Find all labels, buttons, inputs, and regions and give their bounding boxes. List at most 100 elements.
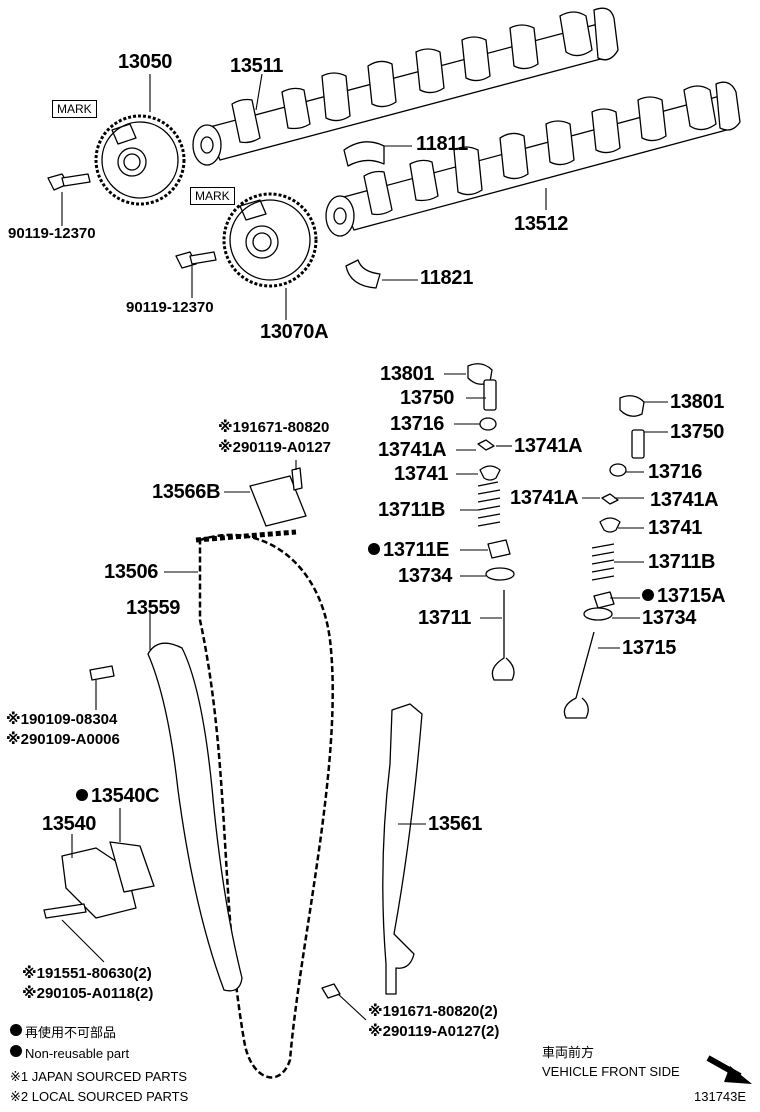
ref-91551-80630: ※191551-80630(2) (22, 966, 152, 981)
part-13559: 13559 (126, 597, 181, 619)
symbol-japan: ※1 (368, 1003, 391, 1020)
ref-text: 90109-08304 (28, 711, 118, 728)
part-13566b: 13566B (152, 481, 221, 503)
bearing-11811 (343, 141, 385, 167)
camshaft-timing-gear-lower (222, 192, 318, 288)
part-13741a-b-left: 13741A (510, 487, 579, 509)
nonreusable-dot (76, 789, 88, 801)
part-13070a: 13070A (260, 321, 329, 343)
ref-90109-a0006: ※290109-A0006 (6, 732, 120, 747)
part-13741a-right: 13741A (514, 435, 583, 457)
ref-text: 91671-80820(2) (390, 1003, 498, 1020)
part-13715a: 13715A (642, 585, 726, 607)
part-13561: 13561 (428, 813, 483, 835)
bearing-11821 (345, 259, 381, 289)
part-13711e: 13711E (368, 540, 449, 560)
part-13512: 13512 (514, 213, 569, 235)
legend-nonreusable-jp: 再使用不可部品 (10, 1024, 116, 1039)
valve-train-exhaust (563, 395, 645, 719)
part-13734-a: 13734 (398, 565, 453, 587)
symbol-japan: ※1 (10, 1069, 29, 1084)
part-13715: 13715 (622, 637, 677, 659)
part-11821: 11821 (420, 267, 474, 289)
symbol-local: ※2 (10, 1089, 29, 1104)
part-13741-b: 13741 (648, 517, 703, 539)
symbol-japan: ※1 (6, 711, 29, 728)
ref-text: 91551-80630(2) (44, 965, 152, 982)
figure-id: 131743E (694, 1089, 747, 1104)
bolt-90119-12370-b (175, 251, 217, 269)
part-13711b-a: 13711B (378, 499, 446, 521)
part-13801-b: 13801 (670, 391, 725, 413)
bolt-91551 (43, 903, 87, 919)
valve-train-intake (467, 363, 515, 681)
nonreusable-dot (642, 589, 654, 601)
ref-90119-a0127-top: ※290119-A0127 (218, 440, 331, 455)
ref-text: 90119-A0127(2) (390, 1023, 500, 1040)
part-13750-a: 13750 (400, 387, 455, 409)
nonreusable-dot (10, 1045, 22, 1057)
part-13716-a: 13716 (390, 413, 445, 435)
legend-local-sourced: ※2 LOCAL SOURCED PARTS (10, 1090, 188, 1103)
timing-chain (195, 529, 334, 1079)
part-90119-12370-a: 90119-12370 (8, 225, 96, 242)
part-13750-b: 13750 (670, 421, 725, 443)
part-13050: 13050 (118, 51, 173, 73)
part-13711e-label: 13711E (383, 539, 450, 561)
ref-91671-80820-top: ※191671-80820 (218, 420, 329, 435)
part-11811: 11811 (416, 133, 468, 155)
part-13711b-b: 13711B (648, 551, 716, 573)
bolt-91671-bottom (321, 983, 341, 999)
part-13801-a: 13801 (380, 363, 435, 385)
ref-90105-a0118: ※290105-A0118(2) (22, 986, 153, 1001)
legend-text: LOCAL SOURCED PARTS (31, 1089, 189, 1104)
symbol-japan: ※1 (218, 419, 241, 436)
bolt-top-right-of-guide (291, 467, 303, 491)
part-13734-b: 13734 (642, 607, 697, 629)
camshaft-exhaust (325, 81, 741, 237)
mark-label-upper: MARK (52, 100, 97, 118)
part-13711: 13711 (418, 607, 472, 629)
part-13511: 13511 (230, 55, 284, 77)
bolt-90109 (89, 665, 115, 681)
ref-text: 91671-80820 (240, 419, 330, 436)
part-13741-a: 13741 (394, 463, 449, 485)
bolt-90119-12370-a (47, 173, 91, 191)
chain-damper (382, 703, 423, 995)
part-13540c: 13540C (76, 785, 160, 807)
part-13540c-label: 13540C (91, 785, 160, 807)
symbol-local: ※2 (368, 1023, 391, 1040)
ref-text: 90119-A0127 (240, 439, 332, 456)
chain-tensioner-arm (147, 642, 243, 992)
chain-guide-13566b (249, 475, 307, 527)
vehicle-front-jp: 車両前方 (542, 1045, 595, 1060)
symbol-japan: ※1 (22, 965, 45, 982)
symbol-local: ※2 (6, 731, 29, 748)
camshaft-intake (192, 7, 619, 166)
ref-90119-a0127-bottom: ※290119-A0127(2) (368, 1024, 499, 1039)
part-90119-12370-b: 90119-12370 (126, 299, 214, 316)
part-13741a-left: 13741A (378, 439, 447, 461)
nonreusable-dot (368, 543, 380, 555)
legend-text: 再使用不可部品 (25, 1025, 117, 1040)
vehicle-front-arrow (706, 1055, 752, 1084)
nonreusable-dot (10, 1024, 22, 1036)
symbol-local: ※2 (218, 439, 241, 456)
legend-text: Non-reusable part (25, 1046, 130, 1061)
part-13540: 13540 (42, 813, 97, 835)
vehicle-front-en: VEHICLE FRONT SIDE (542, 1064, 680, 1079)
part-13506: 13506 (104, 561, 159, 583)
legend-japan-sourced: ※1 JAPAN SOURCED PARTS (10, 1070, 187, 1083)
ref-90109-08304: ※190109-08304 (6, 712, 117, 727)
part-13715a-label: 13715A (657, 585, 726, 607)
symbol-local: ※2 (22, 985, 45, 1002)
mark-label-lower: MARK (190, 187, 235, 205)
ref-text: 90109-A0006 (28, 731, 120, 748)
ref-text: 90105-A0118(2) (44, 985, 154, 1002)
part-13716-b: 13716 (648, 461, 703, 483)
camshaft-timing-gear-upper (94, 114, 186, 206)
chain-tensioner (61, 841, 155, 919)
legend-nonreusable-en: Non-reusable part (10, 1045, 129, 1060)
